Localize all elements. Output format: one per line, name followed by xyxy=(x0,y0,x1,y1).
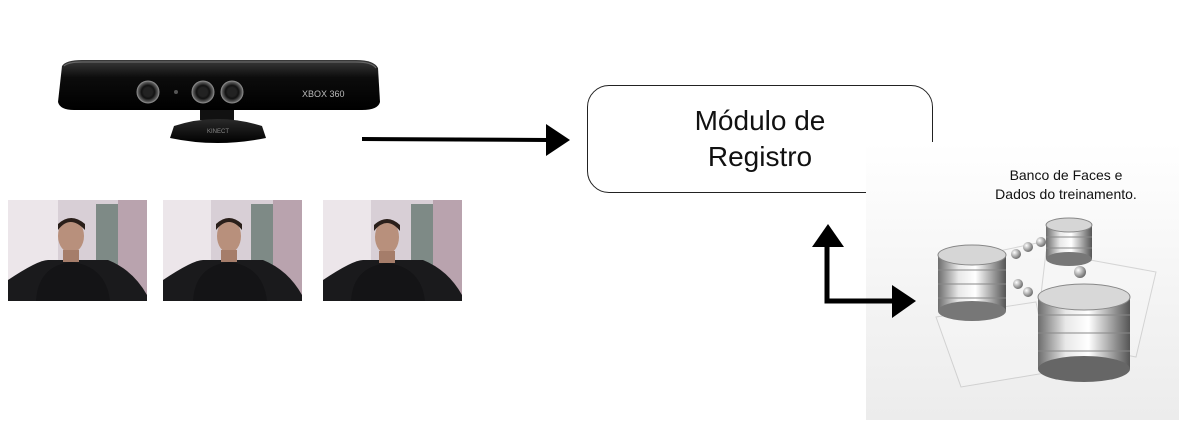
kinect-sensor-icon: KINECT XBOX 360 xyxy=(52,52,384,152)
database-stack-icon xyxy=(935,217,1157,388)
webcam-frame-1 xyxy=(8,200,147,301)
database-caption: Banco de Faces e Dados do treinamento. xyxy=(966,166,1166,204)
module-title-line-2: Registro xyxy=(707,141,813,172)
module-title-line-1: Módulo de xyxy=(694,105,826,136)
database-caption-line-2: Dados do treinamento. xyxy=(995,186,1137,202)
kinect-stand-label: KINECT xyxy=(207,129,229,135)
webcam-frame-3 xyxy=(323,200,462,301)
database-caption-line-1: Banco de Faces e xyxy=(1009,167,1123,183)
registration-module-box: Módulo de Registro xyxy=(587,85,933,193)
arrow-right-icon xyxy=(361,124,570,156)
webcam-frame-2 xyxy=(163,200,302,301)
kinect-brand-label: XBOX 360 xyxy=(302,89,345,99)
database-panel xyxy=(866,142,1179,420)
